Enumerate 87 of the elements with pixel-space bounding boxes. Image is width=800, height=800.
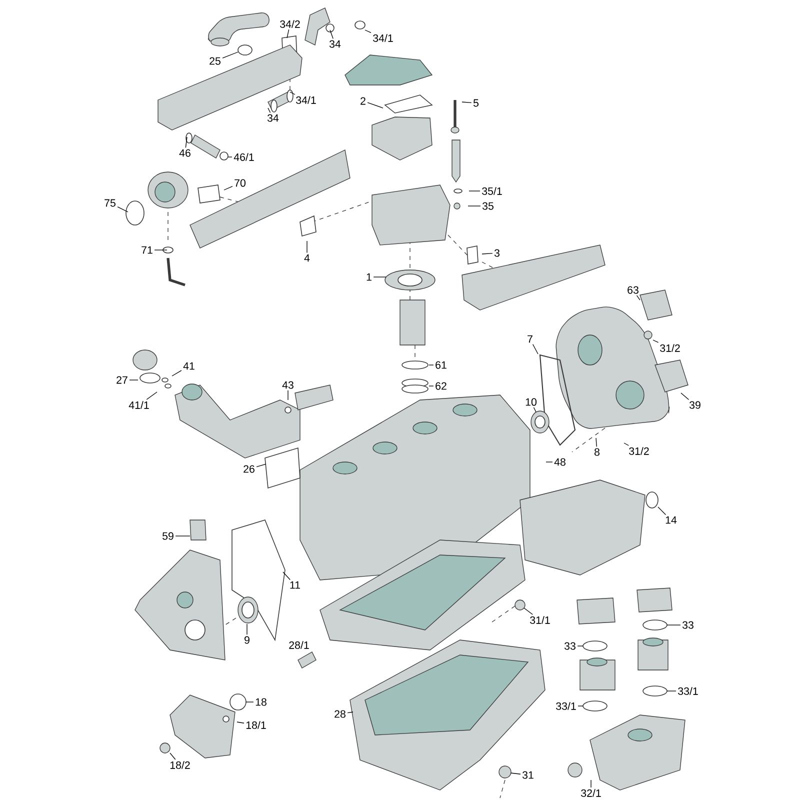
callout-number: 2 (360, 97, 366, 105)
callout-number: 1 (366, 273, 372, 281)
callout-number: 41/1 (128, 401, 149, 409)
callout-number: 31 (522, 771, 534, 779)
leader-line (652, 340, 659, 343)
leader-line (170, 752, 176, 760)
leader-line (596, 438, 597, 447)
callout-number: 34/2 (280, 20, 300, 28)
callout-number: 32/1 (581, 789, 601, 797)
callout-number: 4 (304, 254, 310, 262)
leader-line (185, 136, 188, 148)
leader-line (468, 190, 480, 192)
leader-line (290, 92, 296, 95)
leader-line (347, 712, 354, 714)
callout-number: 27 (116, 376, 128, 384)
callout-number: 5 (473, 99, 479, 107)
callout-number: 59 (162, 532, 174, 540)
callout-number: 31/1 (530, 616, 550, 624)
leader-line (224, 186, 233, 190)
callout-number: 8 (594, 448, 600, 456)
callout-number: 10 (526, 398, 537, 406)
leader-line (624, 442, 629, 446)
callout-number: 63 (628, 286, 638, 294)
leader-line (373, 276, 386, 278)
leader-line (666, 690, 676, 692)
leader-line (330, 30, 334, 39)
leader-line (367, 102, 384, 108)
callout-number: 7 (528, 335, 532, 343)
leader-line (590, 780, 592, 788)
callout-number: 46 (179, 149, 190, 157)
callout-number: 35/1 (482, 187, 502, 195)
callout-number: 26 (244, 465, 254, 473)
leader-line (482, 252, 493, 254)
callout-number: 3 (494, 249, 500, 257)
leader-line (532, 344, 538, 354)
callout-number: 28 (334, 710, 346, 718)
leader-line (222, 52, 238, 58)
callout-number: 18 (256, 698, 266, 706)
leader-line (146, 392, 158, 400)
leader-line (524, 608, 533, 615)
callout-number: 31/2 (660, 344, 680, 352)
callout-number: 34 (329, 40, 341, 48)
callout-number: 25 (210, 57, 220, 65)
leader-line (236, 722, 244, 724)
leader-line (268, 108, 271, 113)
callout-number: 34 (267, 114, 279, 122)
leader-line (282, 572, 290, 580)
callout-number: 41 (183, 362, 194, 370)
leader-line (680, 392, 690, 400)
callout-number: 62 (436, 382, 446, 390)
callout-number: 46/1 (234, 153, 254, 161)
callout-number: 31/2 (629, 447, 649, 455)
leader-line (666, 624, 681, 626)
leader-line (256, 464, 266, 468)
leader-line (172, 370, 182, 376)
callout-number: 11 (290, 581, 300, 589)
callout-number: 61 (436, 361, 446, 369)
callout-number: 48 (554, 458, 566, 466)
callout-number: 33/1 (678, 687, 698, 695)
callout-number: 33 (682, 621, 694, 629)
callout-number: 14 (666, 516, 677, 524)
callout-number: 70 (234, 179, 246, 187)
callout-number: 71 (142, 246, 152, 254)
callout-number: 39 (689, 401, 700, 409)
callout-number: 33 (564, 642, 576, 650)
callout-number: 75 (104, 199, 116, 207)
callout-number: 34/1 (296, 96, 316, 104)
callout-number: 9 (244, 636, 250, 644)
leader-line (364, 30, 372, 34)
leader-line (636, 295, 640, 300)
callout-number: 34/1 (373, 34, 393, 42)
callout-number: 35 (482, 202, 494, 210)
callout-number: 18/2 (170, 761, 190, 769)
callout-number: 18/1 (246, 721, 266, 729)
leader-line (117, 206, 128, 212)
callout-number: 43 (282, 381, 294, 389)
callout-number: 28/1 (289, 641, 309, 649)
leader-line (658, 506, 666, 516)
leader-line (462, 102, 472, 104)
leader-line (228, 156, 232, 158)
callout-number: 33/1 (556, 702, 576, 710)
leader-line (533, 407, 536, 412)
leader-line (306, 240, 308, 254)
leader-line (246, 624, 248, 635)
leader-line (428, 364, 434, 366)
leader-line (510, 772, 521, 774)
leader-line (286, 29, 290, 38)
